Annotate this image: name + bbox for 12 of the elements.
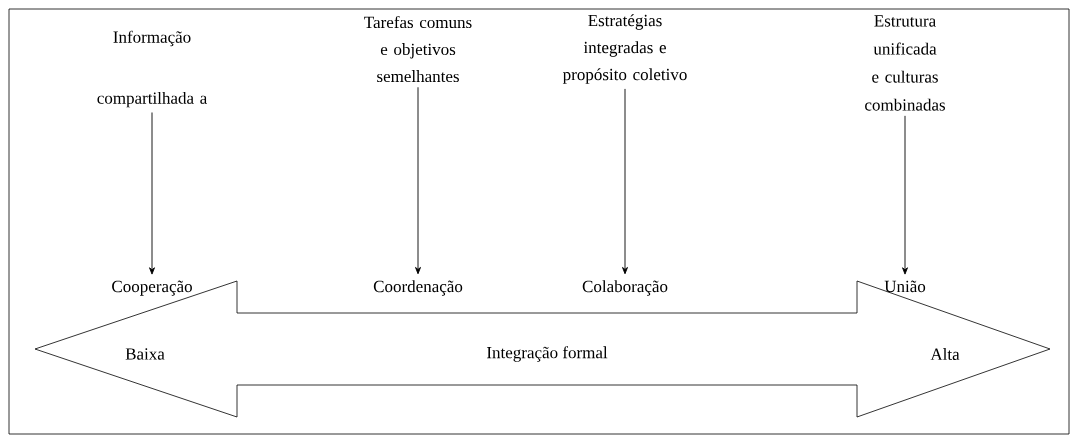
text-label: Coordenação	[373, 280, 463, 296]
text-label: Informação compartilhada a	[97, 30, 207, 108]
text-label: Tarefas comuns e objetivos semelhantes	[364, 15, 472, 83]
arrow	[902, 115, 908, 275]
text-label: Estratégias integradas e propósito coletivo	[562, 14, 687, 84]
text-label: Cooperação	[112, 280, 192, 296]
text-label: Colaboração	[582, 280, 668, 296]
arrow	[622, 88, 628, 275]
text-label: União	[884, 280, 926, 293]
arrow	[415, 86, 421, 275]
arrow	[149, 112, 155, 275]
text-label: Estrutura unificada e culturas combinadas	[865, 15, 945, 111]
